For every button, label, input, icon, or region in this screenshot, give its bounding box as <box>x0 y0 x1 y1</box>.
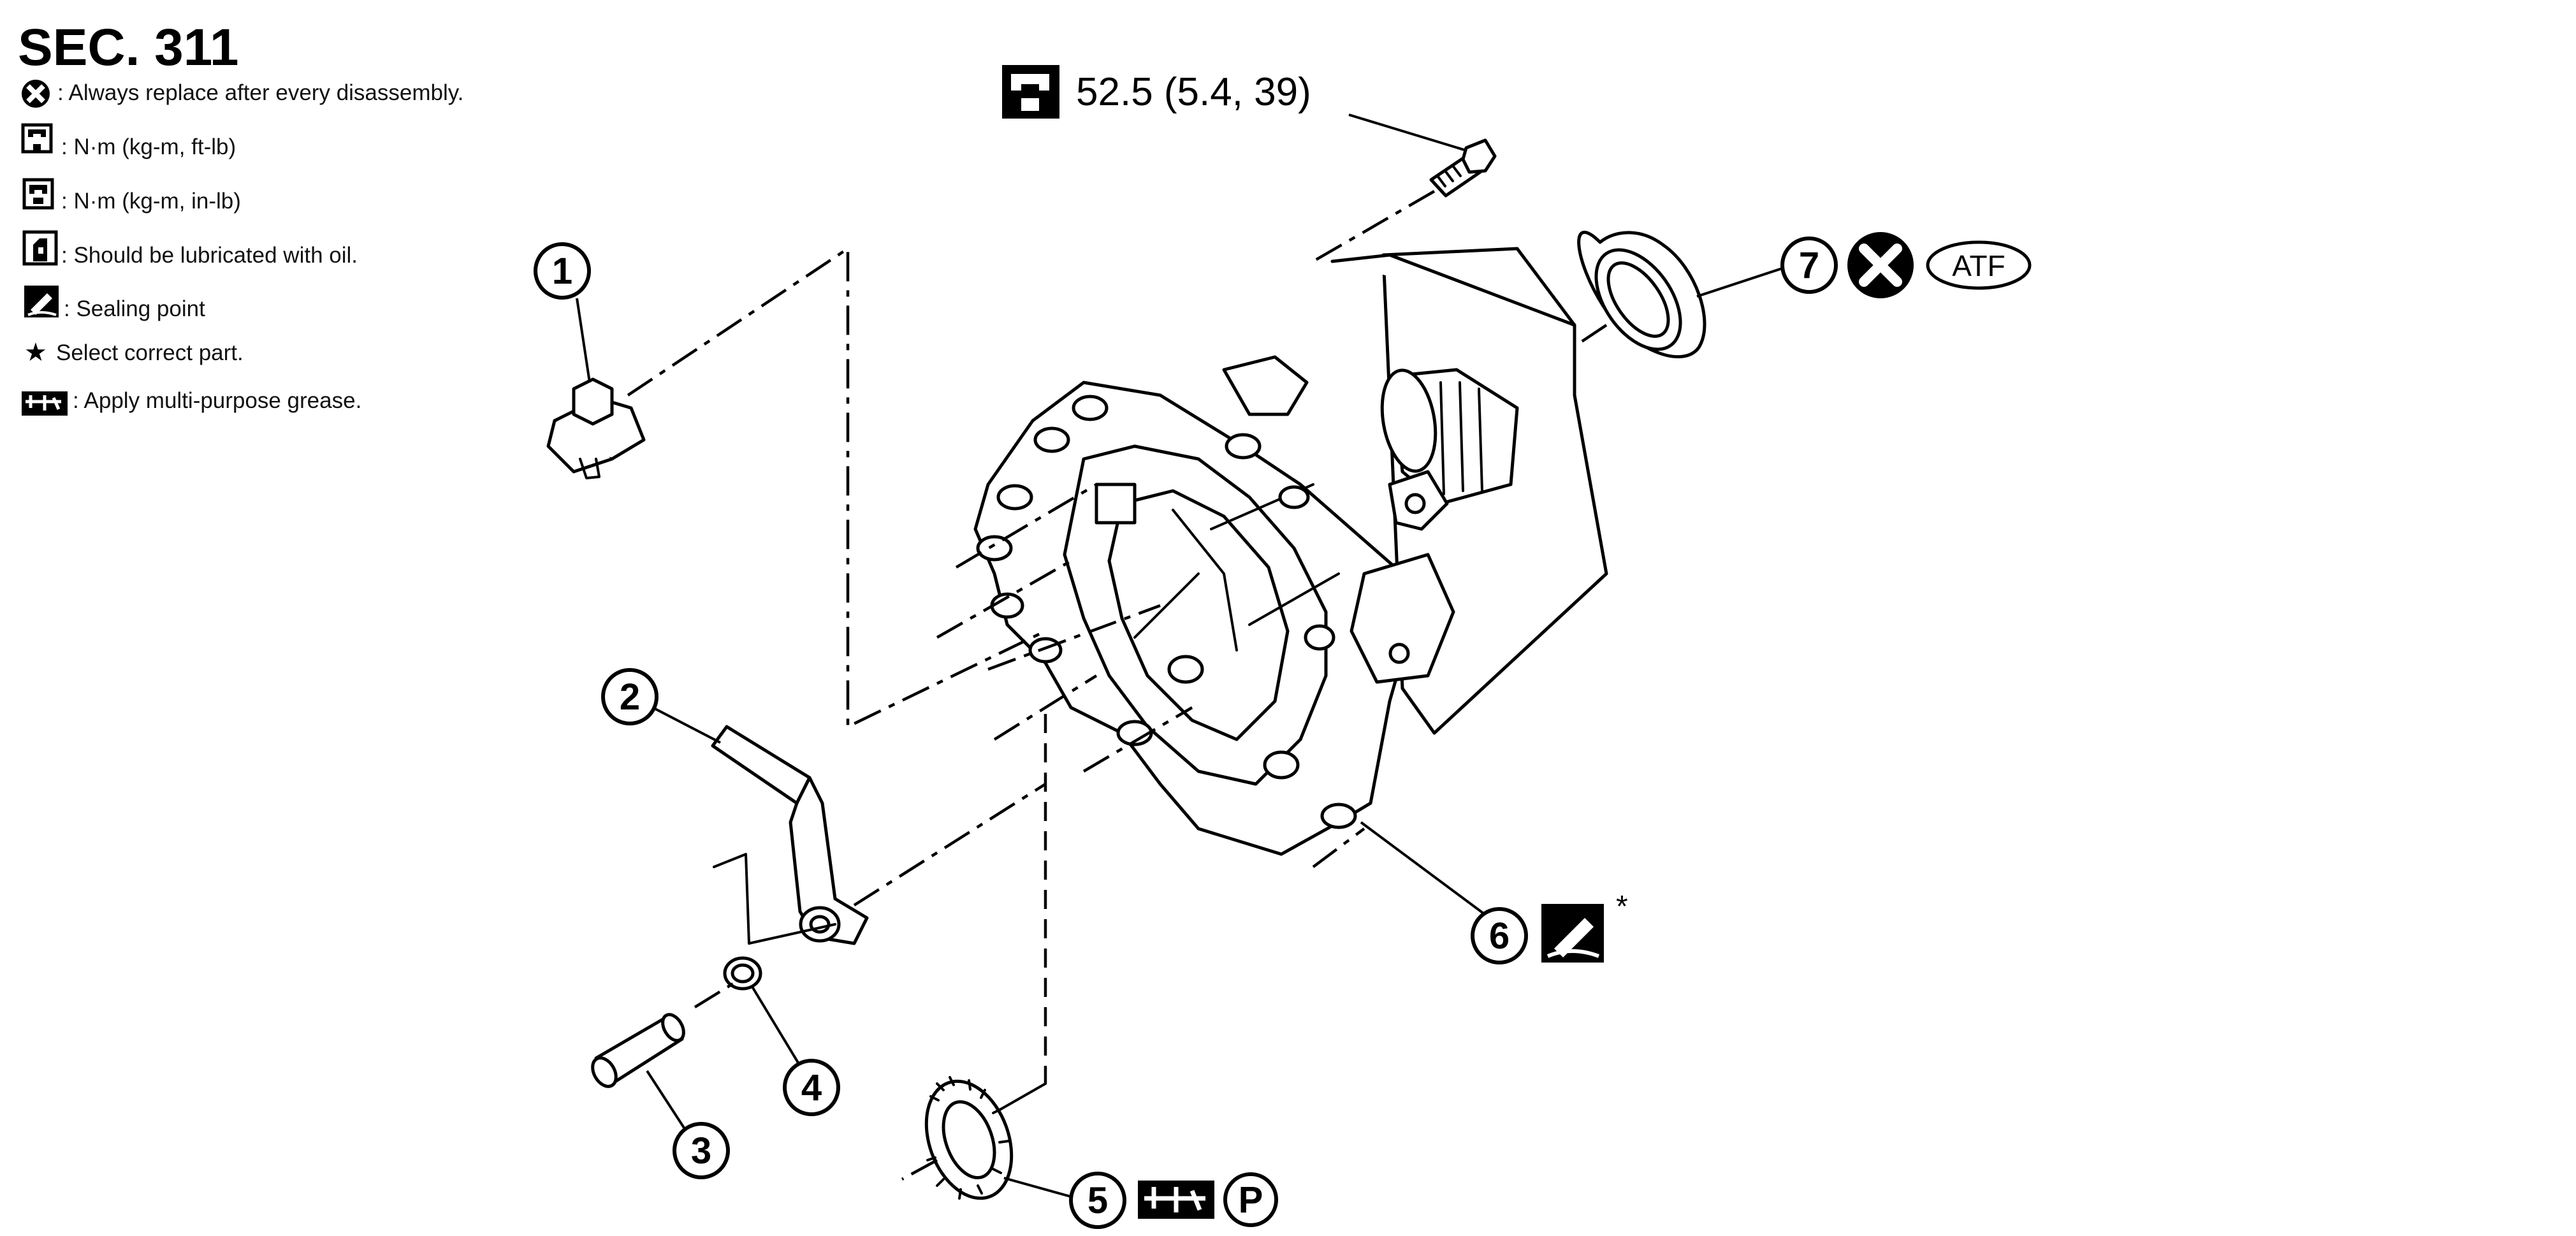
legend-item-lubricate: : Should be lubricated with oil. <box>61 243 358 268</box>
grease-icon <box>1138 1181 1214 1219</box>
mounting-bolt <box>1429 138 1497 198</box>
legend-item-torque-ft-lb: : N·m (kg-m, ft-lb) <box>61 135 236 159</box>
svg-text:4: 4 <box>801 1067 822 1109</box>
atf-marker: ATF <box>1926 240 2032 290</box>
star-icon: ★ <box>24 338 47 367</box>
oil-seal <box>1577 231 1706 359</box>
select-part-asterisk: * <box>1616 890 1628 924</box>
callout-4: 4 <box>783 1059 840 1116</box>
part-4-snap-ring <box>723 956 762 991</box>
legend: SEC. 311 : Always replace after every di… <box>18 18 463 416</box>
svg-text:5: 5 <box>1088 1180 1108 1221</box>
oil-can-icon <box>22 230 58 266</box>
legend-item-torque-in-lb: : N·m (kg-m, in-lb) <box>61 189 241 214</box>
svg-text:ATF: ATF <box>1952 249 2005 282</box>
callout-1: 1 <box>534 242 591 300</box>
callout-7: 7 <box>1780 236 1838 294</box>
legend-item-always-replace: : Always replace after every disassembly… <box>57 80 463 105</box>
svg-text:P: P <box>1239 1179 1263 1221</box>
svg-text:1: 1 <box>552 251 572 292</box>
callout-6: 6 <box>1471 907 1528 964</box>
part-5-thrust-washer <box>924 1076 1014 1200</box>
torque-wrench-icon <box>1002 65 1059 119</box>
legend-item-grease: : Apply multi-purpose grease. <box>73 388 361 413</box>
section-title: SEC. 311 <box>18 18 238 76</box>
always-replace-icon <box>22 80 50 108</box>
torque-value: 52.5 (5.4, 39) <box>1076 70 1311 114</box>
transmission-case <box>973 247 1608 856</box>
flange-bosses <box>976 395 1412 829</box>
grease-icon <box>22 391 68 416</box>
always-replace-icon <box>1847 232 1914 298</box>
callout-3: 3 <box>673 1122 730 1179</box>
legend-item-select-part: Select correct part. <box>56 340 244 365</box>
part-3-pin <box>591 1013 685 1088</box>
petroleum-jelly-icon: P <box>1223 1172 1278 1227</box>
part-1-retainer <box>546 377 646 479</box>
torque-leader <box>1348 113 1467 152</box>
svg-text:2: 2 <box>620 676 640 718</box>
part-2-lever <box>711 725 869 945</box>
svg-text:3: 3 <box>691 1130 711 1172</box>
svg-text:7: 7 <box>1799 245 1819 286</box>
svg-text:6: 6 <box>1489 915 1510 957</box>
legend-item-sealing: : Sealing point <box>64 296 205 321</box>
callout-2: 2 <box>601 668 659 725</box>
torque-wrench-small-icon <box>22 178 54 210</box>
sealing-point-icon <box>24 286 59 317</box>
sealing-point-icon <box>1541 904 1604 963</box>
callout-5: 5 <box>1069 1172 1126 1229</box>
torque-wrench-icon <box>21 123 53 154</box>
torque-spec: 52.5 (5.4, 39) <box>1002 65 1467 152</box>
